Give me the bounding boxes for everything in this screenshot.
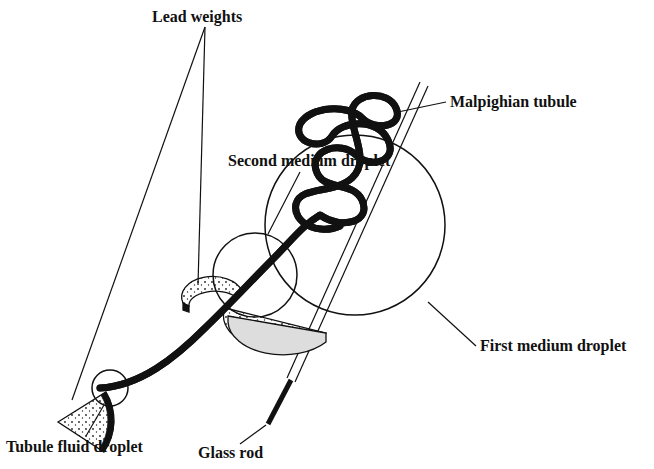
part-label: Malpighian tubule — [448, 93, 579, 111]
part-label: Second medium droplet — [226, 152, 392, 170]
part-label: Tubule fluid droplet — [4, 438, 145, 456]
part-label: First medium droplet — [478, 337, 628, 355]
leader-lines — [72, 27, 476, 444]
part-label: Lead weights — [150, 8, 244, 26]
lead-weights — [58, 276, 326, 452]
glass-rod — [268, 82, 428, 424]
malpighian-tubule — [100, 95, 397, 388]
part-label: Glass rod — [196, 444, 265, 462]
